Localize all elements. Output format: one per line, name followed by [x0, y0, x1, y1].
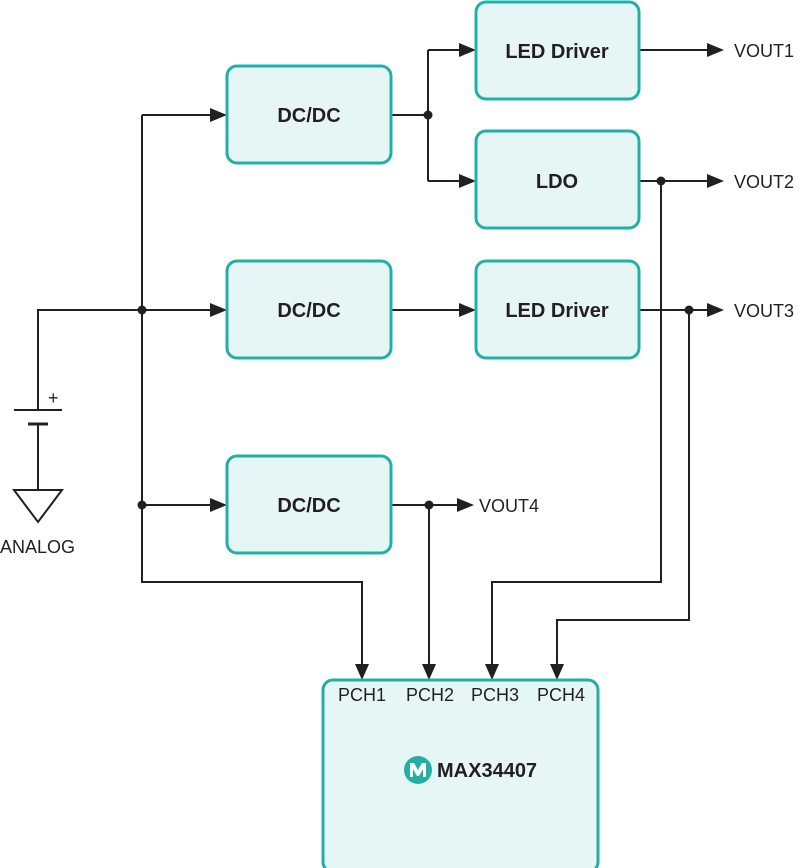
pin-pch1-label: PCH1: [338, 685, 386, 705]
arrow-vout2: [707, 174, 724, 188]
dcdc-converter-3-label: DC/DC: [277, 495, 340, 517]
wire-source-to-bus: [37, 309, 212, 410]
wire-pch3: [491, 181, 662, 666]
junction-dots: [137, 110, 694, 510]
ldo-regulator: LDO: [474, 129, 641, 230]
analog-ground-icon: [12, 489, 64, 524]
arrow-into-ldo: [459, 174, 476, 188]
arrow-vout1: [707, 43, 724, 57]
arrow-into-dcdc1: [210, 108, 227, 122]
battery-plus-label: +: [48, 388, 59, 408]
vout2-label: VOUT2: [734, 172, 794, 192]
junction-dot: [423, 110, 433, 120]
vout1-label: VOUT1: [734, 41, 794, 61]
chip-name-label: MAX34407: [437, 760, 537, 782]
arrow-vout4: [457, 498, 474, 512]
dcdc-converter-2: DC/DC: [225, 259, 393, 360]
junction-dot: [656, 176, 666, 186]
arrow-vout3: [707, 303, 724, 317]
arrow-pch1: [355, 664, 369, 680]
dcdc-converter-1-label: DC/DC: [277, 105, 340, 127]
pin-pch4-label: PCH4: [537, 685, 585, 705]
maxim-logo-icon: [404, 756, 432, 784]
junction-dot: [424, 500, 434, 510]
led-driver-1: LED Driver: [474, 0, 641, 101]
junction-dot: [137, 500, 147, 510]
max34407-chip: PCH1 PCH2 PCH3 PCH4 MAX34407: [321, 678, 600, 868]
arrowheads: [210, 43, 724, 680]
arrow-into-led-driver2: [459, 303, 476, 317]
wire-pch4: [556, 310, 690, 666]
ground-symbol: ANALOG: [0, 489, 75, 557]
pin-pch2-label: PCH2: [406, 685, 454, 705]
arrow-into-dcdc2: [210, 303, 227, 317]
dcdc-converter-1: DC/DC: [225, 64, 393, 165]
vout4-label: VOUT4: [479, 496, 539, 516]
ground-label: ANALOG: [0, 537, 75, 557]
vout3-label: VOUT3: [734, 301, 794, 321]
junction-dot: [137, 305, 147, 315]
arrow-into-led-driver1: [459, 43, 476, 57]
ldo-label: LDO: [536, 171, 578, 193]
dcdc-converter-2-label: DC/DC: [277, 300, 340, 322]
dcdc-converter-3: DC/DC: [225, 454, 393, 555]
arrow-pch2: [422, 664, 436, 680]
arrow-into-dcdc3: [210, 498, 227, 512]
arrow-pch4: [550, 664, 564, 680]
pin-pch3-label: PCH3: [471, 685, 519, 705]
wire-dcdc1-split: [392, 50, 429, 181]
junction-dot: [684, 305, 694, 315]
led-driver-1-label: LED Driver: [505, 41, 609, 63]
led-driver-2-label: LED Driver: [505, 300, 609, 322]
wire-main-bus: [141, 115, 363, 666]
arrow-pch3: [485, 664, 499, 680]
battery-source: +: [14, 388, 62, 426]
led-driver-2: LED Driver: [474, 259, 641, 360]
